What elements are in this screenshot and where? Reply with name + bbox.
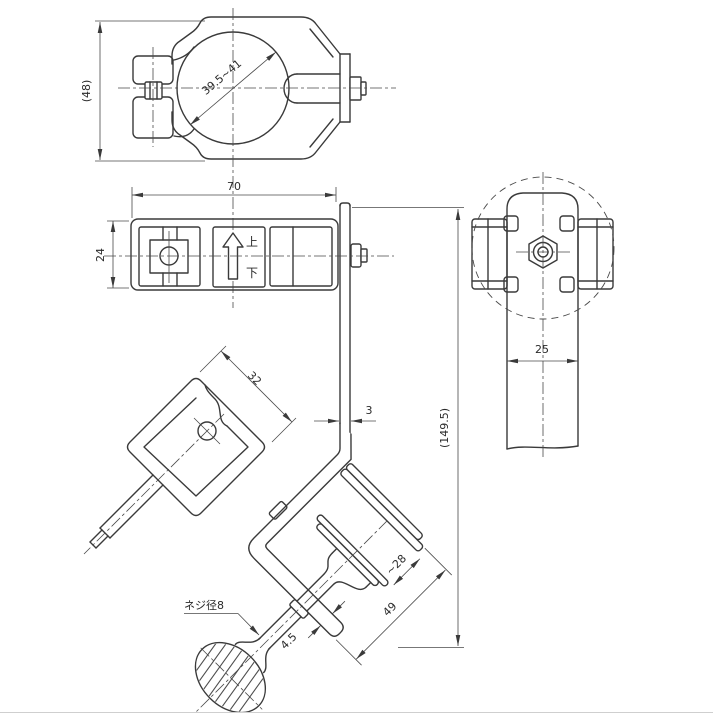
side-view: 25 — [471, 172, 615, 460]
plate-shaft-centerline — [83, 413, 225, 555]
knob-cross-centerline — [200, 647, 263, 710]
clamp-nut — [349, 76, 362, 101]
clamp-bolt-boss — [283, 73, 367, 104]
bracket-left-module — [138, 226, 201, 287]
pad-socket-right — [332, 581, 367, 590]
down-label: 下 — [246, 266, 258, 280]
clamp-detail-view: ~28 49 4.5 — [188, 422, 453, 713]
hinge-pin — [144, 81, 163, 100]
bracket-right-module — [269, 226, 333, 287]
side-left-flange — [471, 218, 508, 290]
fixing-bolt-head — [350, 243, 362, 268]
knurled-knob — [188, 630, 268, 713]
clamp-band-inner-edges — [173, 28, 334, 148]
clamp-frame-outline — [248, 422, 352, 637]
plate-shaft-stub — [89, 474, 164, 549]
dim-overall-height-label: (149.5) — [438, 408, 451, 448]
side-body-outline — [506, 192, 579, 450]
screw-note-annotation: ネジ径8 — [184, 599, 260, 636]
pole-break-line — [506, 445, 579, 450]
side-right-flange — [577, 218, 614, 290]
plate-outer-square — [126, 377, 266, 517]
up-label: 上 — [246, 235, 258, 249]
dim-bracket-width-label: 70 — [227, 180, 241, 193]
dim-bracket-height-label: 24 — [94, 248, 107, 262]
dim-arm-thickness-label: 4.5 — [278, 630, 300, 652]
vertical-plate-edge — [339, 202, 368, 436]
knob-neck-right — [262, 647, 271, 674]
dim-plate-thickness-label: 3 — [366, 404, 373, 417]
dim-side-width: 25 — [507, 343, 578, 364]
fixed-jaw-plates — [340, 463, 424, 552]
dim-plate-thickness: 3 — [314, 404, 376, 424]
dim-throat-depth-label: 49 — [380, 600, 399, 619]
dim-side-width-label: 25 — [535, 343, 549, 356]
dim-clamp-diameter-label: 39.5~41 — [199, 57, 244, 98]
phantom-pipe-circle — [471, 176, 615, 320]
screw-note-label: ネジ径8 — [184, 599, 224, 612]
dim-bracket-width: 70 — [131, 180, 337, 218]
frame-tab — [268, 500, 288, 520]
dim-overall-height: (149.5) — [352, 207, 464, 648]
plate-break-line — [204, 384, 228, 427]
dim-plate-width-label: 32 — [245, 369, 264, 388]
dim-clamp-height: (48) — [80, 20, 205, 162]
clamp-lower-band — [171, 111, 341, 160]
side-notches — [503, 215, 575, 293]
bracket-middle-module: 上 下 — [212, 226, 266, 288]
dim-bracket-height: 24 — [94, 220, 129, 289]
plate-inner-face — [143, 397, 249, 497]
plate-hole — [197, 421, 217, 441]
pad-socket-left — [323, 552, 333, 576]
knob-neck-left — [234, 637, 261, 646]
plate-detail-view: 32 — [83, 345, 297, 555]
bracket-outline — [130, 218, 339, 291]
dim-clamp-height-label: (48) — [80, 80, 93, 103]
boss-dome-end — [283, 73, 298, 104]
front-view-bracket: 上 下 70 24 3 — [94, 180, 464, 648]
clamp-upper-band — [171, 16, 341, 65]
